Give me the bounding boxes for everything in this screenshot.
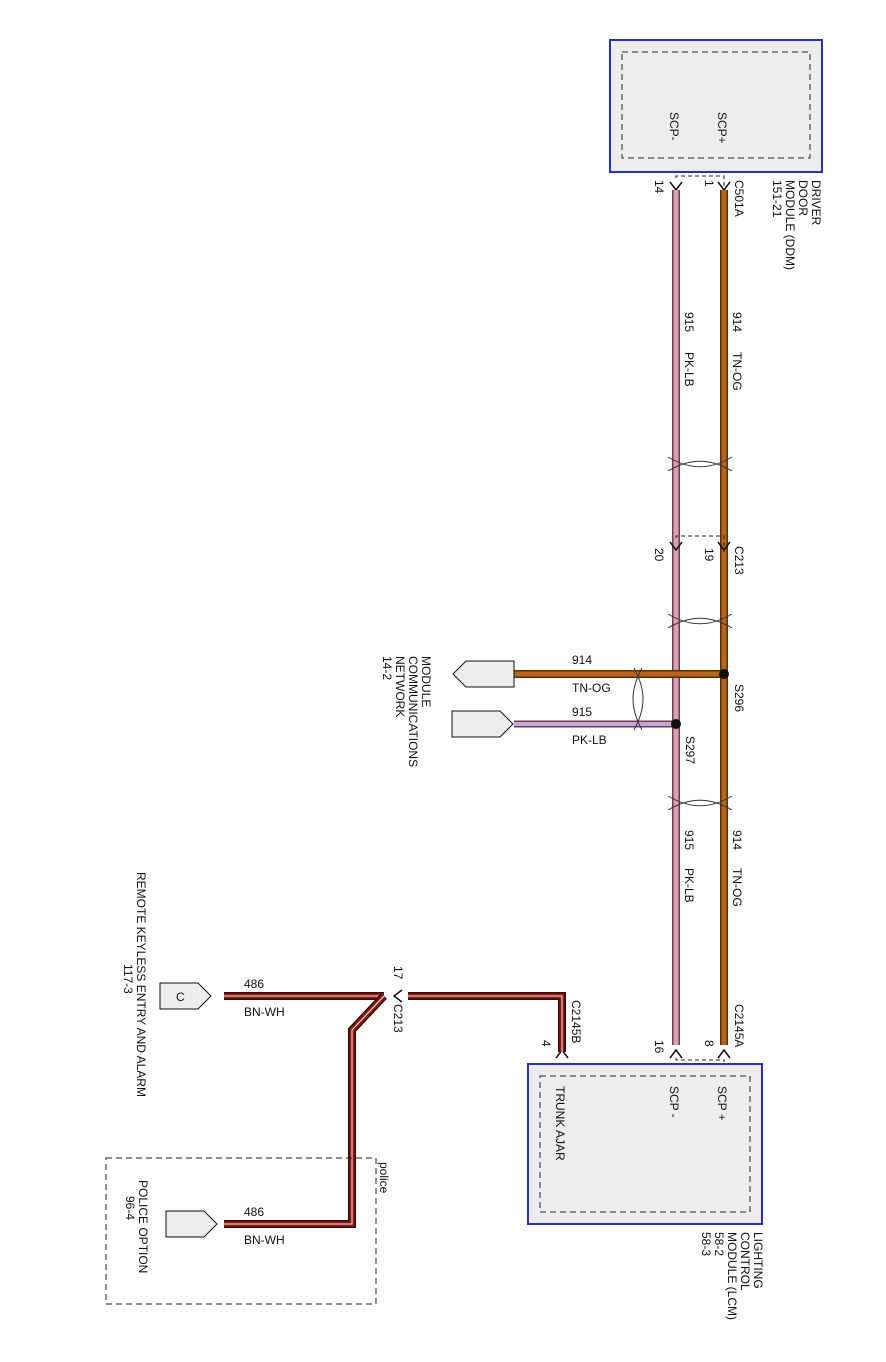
police-option-box [105,1157,377,1305]
wire-915-color-lower: PK-LB [682,868,696,903]
police-wire-circuit: 486 [244,1205,264,1219]
rke-terminator-tag: C [176,990,185,1004]
splice-s296-label: S296 [732,684,746,712]
svg-text:58-2: 58-2 [712,1232,726,1256]
svg-text:96-4: 96-4 [123,1196,137,1220]
wire-915-color-upper: PK-LB [682,352,696,387]
svg-text:COMMUNICATIONS: COMMUNICATIONS [406,656,420,767]
splice-s297-dot[interactable] [671,719,681,729]
c213-pin-19-arrow [717,541,731,552]
ddm-label: DRIVER DOOR MODULE (DDM) 151-21 [770,180,823,270]
lcm-label: LIGHTING CONTROL MODULE (LCM) 58-2 58-3 [699,1232,765,1320]
wire-914-color-lower: TN-OG [730,868,744,907]
svg-text:POLICE OPTION: POLICE OPTION [136,1180,150,1273]
svg-text:14-2: 14-2 [380,656,394,680]
svg-text:DOOR: DOOR [796,180,810,216]
twisted-pair-mark [667,613,733,629]
c213-pin-20-arrow [669,541,683,552]
ddm-pin-number-minus: 14 [652,180,666,194]
rke-terminator[interactable] [159,982,212,1010]
svg-text:MODULE (DDM): MODULE (DDM) [783,180,797,270]
svg-text:58-3: 58-3 [699,1232,713,1256]
twisted-pair-mark [667,795,733,811]
rke-reference-label: REMOTE KEYLESS ENTRY AND ALARM 117-3 [121,872,148,1097]
branch-915-circuit: 915 [572,705,592,719]
police-box-label: police [377,1162,391,1194]
wire-486-bn-wh-police[interactable] [224,993,387,1228]
c213-pin-17-arrow [392,989,403,1003]
branch-915-color: PK-LB [572,733,607,747]
c2145a-pin-16-arrow [669,1048,683,1059]
svg-text:MODULE: MODULE [419,656,433,707]
svg-text:DRIVER: DRIVER [809,180,823,226]
lcm-pin-number-16: 16 [652,1040,666,1054]
ddm-pin-scp-minus: SCP- [667,112,681,141]
c2145b-label: C2145B [569,1000,583,1043]
twisted-pair-mark [667,456,733,472]
wire-915-circuit-upper: 915 [682,312,696,332]
lcm-pin-trunk-ajar: TRUNK AJAR [553,1086,567,1161]
lcm-pin-number-4: 4 [539,1040,553,1047]
wire-915-circuit-lower: 915 [682,830,696,850]
c213-lower-label: C213 [391,1004,405,1033]
ddm-pin-scp-plus: SCP+ [715,112,729,144]
svg-text:CONTROL: CONTROL [738,1232,752,1291]
svg-text:LIGHTING: LIGHTING [751,1232,765,1289]
ddm-connector-label: C501A [732,180,746,217]
c213-pin-19-label: 19 [702,548,716,562]
svg-text:NETWORK: NETWORK [393,656,407,717]
branch-914-circuit: 914 [572,653,592,667]
rke-wire-color: BN-WH [244,1005,285,1019]
wire-486-bn-wh-lcm[interactable] [408,992,566,1052]
c213-pin-17-label: 17 [391,966,405,980]
police-reference-label: POLICE OPTION 96-4 [123,1180,150,1273]
mcn-terminator-915[interactable] [451,710,514,738]
lcm-pin-scp-plus: SCP + [715,1086,729,1121]
splice-s297-label: S297 [683,736,697,764]
c213-pin-20-label: 20 [652,548,666,562]
lcm-module[interactable] [527,1063,763,1225]
svg-text:MODULE (LCM): MODULE (LCM) [725,1232,739,1320]
mcn-terminator-914[interactable] [452,660,515,688]
ddm-pin-number-plus: 1 [702,180,716,187]
wire-914-circuit-upper: 914 [730,312,744,332]
rke-wire-circuit: 486 [244,977,264,991]
twisted-pair-mark [632,667,644,731]
lcm-pin-number-8: 8 [702,1040,716,1047]
splice-s296-dot[interactable] [719,669,729,679]
wire-914-circuit-lower: 914 [730,830,744,850]
svg-text:REMOTE KEYLESS ENTRY AND ALARM: REMOTE KEYLESS ENTRY AND ALARM [134,872,148,1097]
c2145a-pin-8-arrow [717,1048,731,1059]
svg-text:117-3: 117-3 [121,964,135,994]
wire-914-color-upper: TN-OG [730,352,744,391]
police-terminator[interactable] [165,1210,218,1238]
c501a-connector-outline [675,175,725,196]
c2145a-label: C2145A [732,1004,746,1047]
mcn-reference-label: MODULE COMMUNICATIONS NETWORK 14-2 [380,656,433,767]
c213-upper-label: C213 [732,546,746,575]
svg-text:151-21: 151-21 [770,180,784,218]
c501a-pin-14-arrow [669,181,683,192]
police-wire-color: BN-WH [244,1233,285,1247]
c213-upper-connector-outline [675,535,725,552]
branch-914-color: TN-OG [572,681,611,695]
ddm-module[interactable] [609,39,823,173]
c2145a-connector-outline [675,1058,725,1062]
lcm-pin-scp-minus: SCP - [667,1086,681,1118]
